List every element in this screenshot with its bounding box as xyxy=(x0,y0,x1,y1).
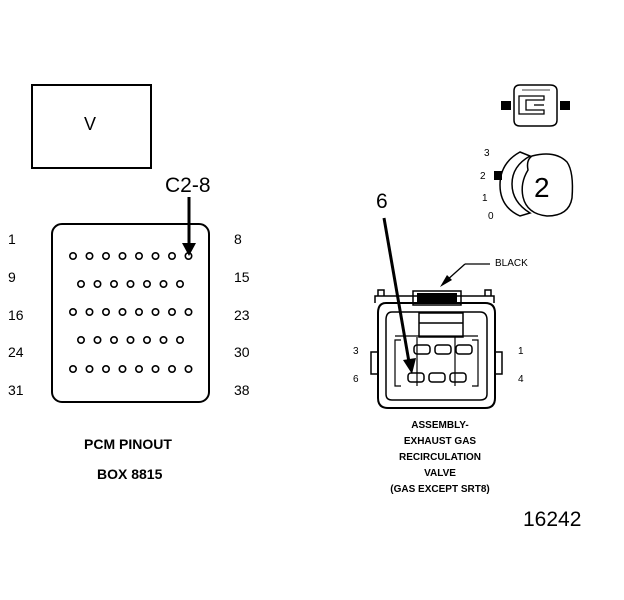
orientation-pos-3: 3 xyxy=(484,148,490,159)
egr-pin-label-3: 3 xyxy=(353,346,359,357)
pcm-pin-2 xyxy=(85,252,94,261)
pcm-pin-label-1: 1 xyxy=(8,231,16,247)
pcm-pin-23 xyxy=(184,307,193,316)
figure-number: 16242 xyxy=(523,508,582,531)
egr-connector xyxy=(370,289,503,409)
pcm-pin-32 xyxy=(85,364,94,373)
pcm-pin-10 xyxy=(93,279,102,288)
egr-pin-label-6: 6 xyxy=(353,374,359,385)
pcm-pin-label-16: 16 xyxy=(8,307,24,323)
connector-side-icon xyxy=(501,84,570,127)
orientation-key-icon xyxy=(494,151,574,217)
pcm-pin-1 xyxy=(69,252,78,261)
pcm-pin-21 xyxy=(151,307,160,316)
pcm-pin-15 xyxy=(176,279,185,288)
pcm-pin-12 xyxy=(126,279,135,288)
black-leader-arrowhead xyxy=(440,275,452,287)
pcm-pin-5 xyxy=(135,252,144,261)
pcm-title-line1: PCM PINOUT xyxy=(84,436,172,452)
view-label: V xyxy=(84,114,97,134)
pcm-pin-label-24: 24 xyxy=(8,344,24,360)
pcm-pin-label-8: 8 xyxy=(234,231,242,247)
pcm-pin-19 xyxy=(118,307,127,316)
pcm-pin-38 xyxy=(184,364,193,373)
egr-callout-arrowhead xyxy=(403,358,416,374)
pcm-pin-37 xyxy=(168,364,177,373)
pcm-pin-16 xyxy=(69,307,78,316)
pcm-pin-4 xyxy=(118,252,127,261)
pcm-pin-22 xyxy=(168,307,177,316)
egr-callout-arrow-shaft xyxy=(382,217,411,363)
pcm-pin-36 xyxy=(151,364,160,373)
egr-caption: ASSEMBLY- EXHAUST GAS RECIRCULATION VALV… xyxy=(360,418,520,498)
pcm-pin-6 xyxy=(151,252,160,261)
pcm-connector-body xyxy=(51,223,210,403)
pcm-pin-13 xyxy=(143,279,152,288)
pcm-title-line2: BOX 8815 xyxy=(97,466,163,482)
egr-caption-line3: RECIRCULATION xyxy=(398,452,482,463)
pcm-pin-label-9: 9 xyxy=(8,269,16,285)
black-label: BLACK xyxy=(495,258,528,269)
egr-caption-line2: EXHAUST GAS xyxy=(403,436,477,447)
pcm-callout-arrowhead xyxy=(182,243,196,256)
pcm-pin-3 xyxy=(102,252,111,261)
pcm-pin-17 xyxy=(85,307,94,316)
pcm-pin-label-23: 23 xyxy=(234,307,250,323)
pcm-pin-28 xyxy=(143,335,152,344)
pcm-pin-35 xyxy=(135,364,144,373)
pcm-pin-label-38: 38 xyxy=(234,382,250,398)
pcm-pin-30 xyxy=(176,335,185,344)
pcm-pin-label-15: 15 xyxy=(234,269,250,285)
orientation-pos-2: 2 xyxy=(480,171,486,182)
pcm-pin-31 xyxy=(69,364,78,373)
pcm-pin-label-31: 31 xyxy=(8,382,24,398)
pcm-pin-grid xyxy=(69,252,193,373)
pcm-pin-24 xyxy=(77,335,86,344)
pcm-pin-27 xyxy=(126,335,135,344)
egr-caption-line5: (GAS EXCEPT SRT8) xyxy=(390,484,490,495)
orientation-pos-0: 0 xyxy=(488,211,494,222)
egr-callout-label: 6 xyxy=(376,190,388,213)
pcm-pin-25 xyxy=(93,335,102,344)
pcm-pin-label-30: 30 xyxy=(234,344,250,360)
pcm-pin-14 xyxy=(159,279,168,288)
orientation-pos-1: 1 xyxy=(482,193,488,204)
pcm-callout-label: C2-8 xyxy=(165,174,211,197)
egr-pin-label-4: 4 xyxy=(518,374,524,385)
egr-pin-label-1: 1 xyxy=(518,346,524,357)
pcm-pin-20 xyxy=(135,307,144,316)
view-box xyxy=(31,84,152,169)
pcm-pin-18 xyxy=(102,307,111,316)
pcm-pin-7 xyxy=(168,252,177,261)
pcm-pin-29 xyxy=(159,335,168,344)
pcm-pin-33 xyxy=(102,364,111,373)
egr-caption-line4: VALVE xyxy=(424,468,456,479)
pcm-pin-34 xyxy=(118,364,127,373)
pcm-pin-26 xyxy=(110,335,119,344)
pcm-pin-11 xyxy=(110,279,119,288)
egr-caption-line1: ASSEMBLY- xyxy=(411,420,469,431)
pcm-pin-9 xyxy=(77,279,86,288)
orientation-selected: 2 xyxy=(534,172,550,203)
